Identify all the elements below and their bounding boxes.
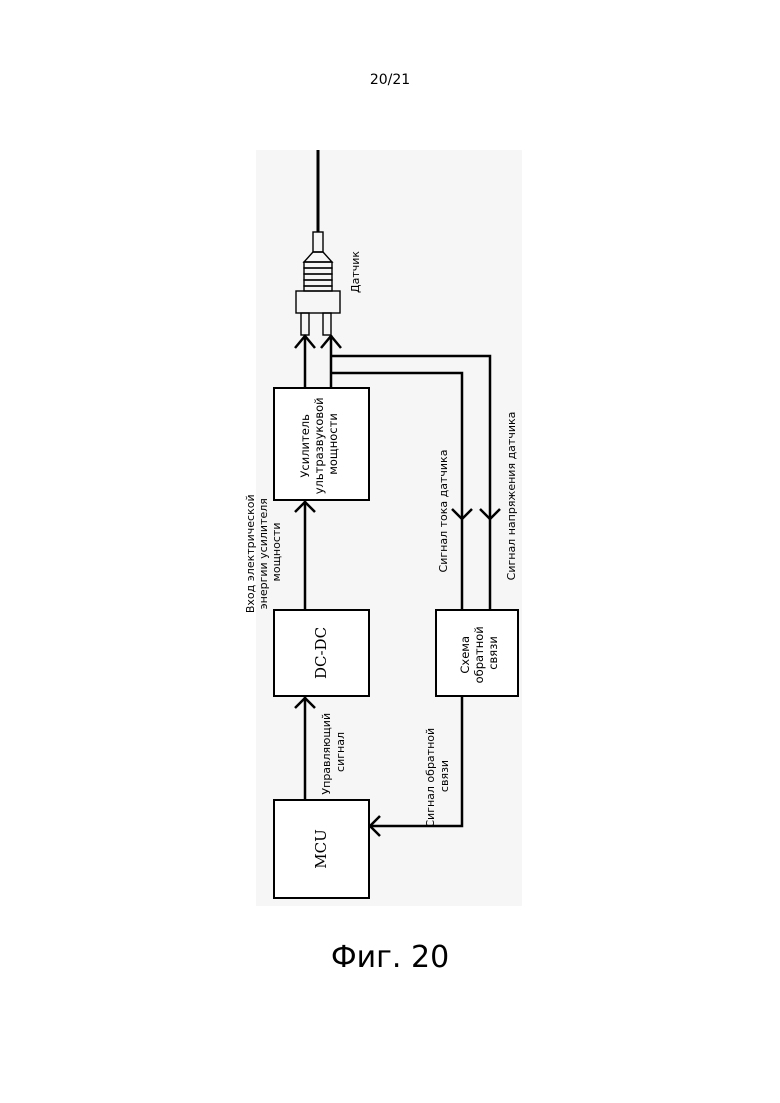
control-signal-label: Управляющий сигнал [320, 709, 347, 794]
sensor-current-label: Сигнал тока датчика [437, 450, 450, 573]
mcu-to-dcdc-line [295, 696, 315, 800]
sensor-label: Датчик [349, 251, 362, 293]
figure-caption: Фиг. 20 [0, 940, 780, 975]
feedback-signal-label: Сигнал обратной связи [424, 724, 451, 827]
sensor-voltage-label: Сигнал напряжения датчика [505, 412, 518, 581]
power-input-label: Вход электрической энергии усилителя мощ… [244, 491, 283, 613]
sensor-icon [296, 232, 340, 335]
amp-to-sensor-lines [295, 335, 341, 388]
dcdc-label: DC-DC [312, 627, 330, 679]
dcdc-to-amp-line [295, 500, 315, 610]
mcu-label: MCU [312, 829, 330, 868]
